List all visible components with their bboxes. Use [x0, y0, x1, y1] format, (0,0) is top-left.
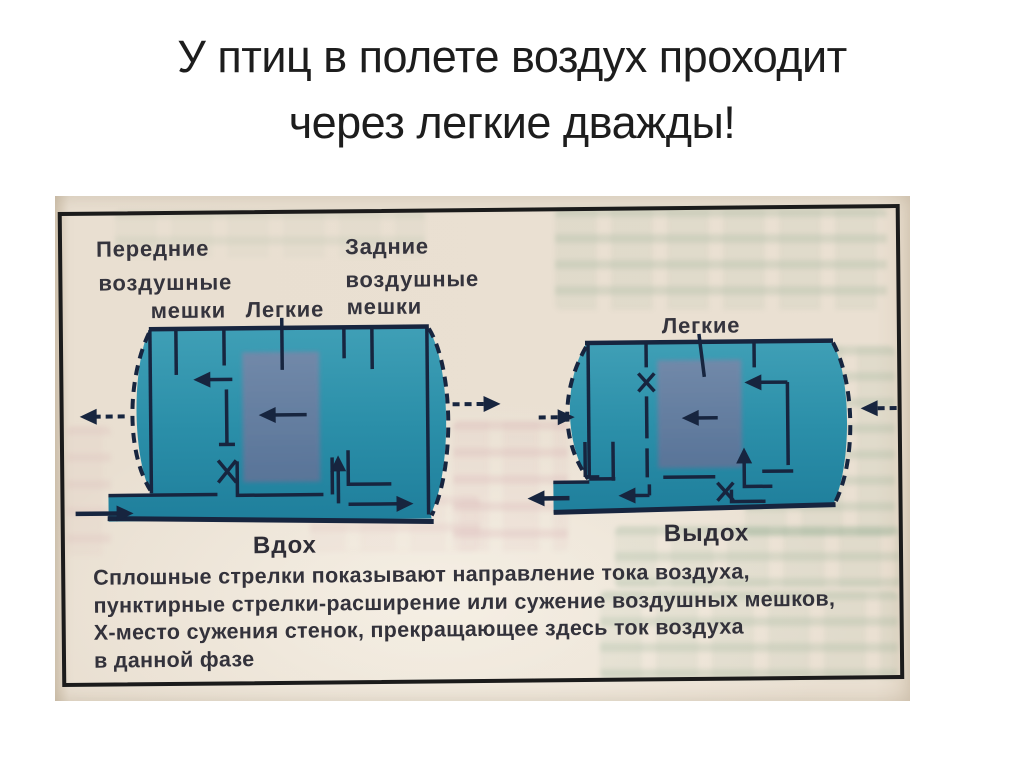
arrow-head-up — [330, 455, 347, 472]
arrow-head-left — [618, 487, 636, 504]
rear-sacs-label-line1: Задние — [345, 234, 429, 260]
caption-line: пунктирные стрелки-расширение или сужени… — [93, 587, 835, 618]
arrow-head-right — [116, 505, 134, 522]
arrow-head-left — [527, 490, 545, 507]
caption-line: Сплошные стрелки показывают направление … — [93, 559, 750, 589]
slide-title-line2: через легкие дважды! — [288, 97, 736, 148]
lungs-pointer-line — [697, 333, 707, 378]
body-left-edge — [586, 343, 592, 478]
figure-frame — [57, 203, 905, 688]
front-sacs-label-line3: мешки — [151, 297, 227, 323]
trachea-bottom-edge — [107, 516, 434, 524]
arrow-head-left — [860, 400, 878, 417]
rear-sac-dashed-arc — [427, 327, 451, 517]
lungs-shape — [242, 351, 321, 483]
body-left-edge — [148, 330, 154, 494]
exhale-phase-label: Выдох — [664, 519, 750, 547]
arrow-head-left — [193, 371, 211, 388]
slide-title: У птиц в полете воздух проходит через ле… — [0, 24, 1024, 156]
trachea-bottom-edge — [553, 502, 836, 515]
airflow-elbow — [729, 489, 766, 504]
exhale-diagram: Легкие Выдох — [527, 313, 897, 547]
constriction-x-mark — [216, 459, 238, 484]
lungs-label: Легкие — [246, 297, 325, 323]
front-sacs-label-line1: Передние — [96, 236, 209, 262]
channel-line — [108, 492, 218, 498]
rear-sac-dashed-arc — [831, 341, 853, 505]
arrow-head-right — [483, 395, 501, 412]
lungs-shape — [657, 359, 743, 469]
channel-line — [785, 382, 790, 466]
arrow-head-right — [396, 495, 414, 512]
arrow-head-left — [744, 374, 762, 391]
arrow-head-right — [557, 409, 575, 426]
figure-svg: Передние воздушные мешки Легкие Задние в… — [57, 203, 905, 688]
airflow-arrow — [348, 502, 402, 507]
arrow-head-up — [736, 447, 753, 464]
rear-sacs-label-line3: мешки — [347, 294, 423, 320]
channel-line — [235, 461, 324, 498]
body-top-edge — [148, 324, 429, 332]
front-sac-dashed-arc — [130, 332, 153, 492]
figure-caption: Сплошные стрелки показывают направление … — [93, 559, 835, 673]
front-sacs-label-line2: воздушные — [98, 269, 232, 295]
inhale-phase-label: Вдох — [253, 532, 317, 560]
caption-line: Х-место сужения стенок, прекращающее зде… — [94, 614, 745, 644]
rear-sacs-label-line2: воздушные — [345, 266, 479, 292]
caption-line: в данной фазе — [94, 647, 255, 673]
slide-title-line1: У птиц в полете воздух проходит — [177, 31, 847, 82]
airflow-elbow — [742, 459, 773, 489]
body-right-edge — [425, 326, 431, 515]
constriction-x-mark — [636, 372, 656, 393]
body-top-edge — [584, 338, 834, 346]
dashed-duct-line — [218, 389, 235, 447]
inhale-diagram: Передние воздушные мешки Легкие Задние в… — [75, 234, 501, 560]
lungs-label: Легкие — [662, 313, 741, 339]
scanned-figure: Передние воздушные мешки Легкие Задние в… — [55, 196, 910, 701]
arrow-head-left — [258, 406, 276, 423]
channel-line — [583, 441, 600, 479]
channel-line — [346, 450, 392, 487]
constriction-x-mark — [716, 481, 735, 502]
arrow-head-left — [79, 408, 97, 425]
arrow-head-left — [681, 409, 699, 426]
